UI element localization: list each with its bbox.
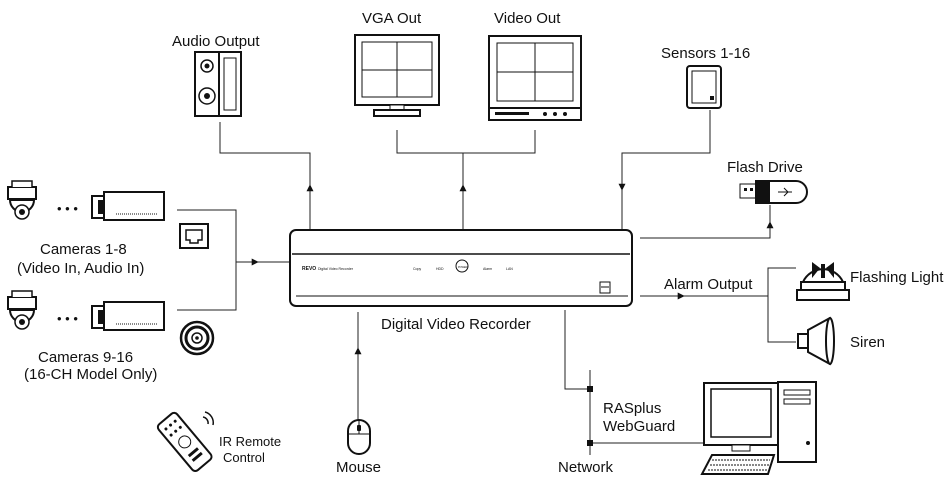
box-camera-icon-2 xyxy=(91,301,165,331)
box-camera-icon xyxy=(91,191,165,221)
cameras-9-16-sub-label: (16-CH Model Only) xyxy=(24,366,157,383)
pc-icon xyxy=(700,381,817,475)
network-node-1 xyxy=(587,386,593,392)
cameras-1-8-label: Cameras 1-8 xyxy=(40,241,127,258)
dvr-unit: REVO Digital Video Recorder Copy HDD POW… xyxy=(289,229,633,307)
flash-drive-icon xyxy=(739,180,808,204)
network-label: Network xyxy=(558,459,614,476)
dvr-power-button xyxy=(455,259,469,273)
alarm-output-label: Alarm Output xyxy=(664,276,753,293)
cameras-9-16-label: Cameras 9-16 xyxy=(38,349,133,366)
dvr-ind-hdd: HDD xyxy=(436,267,444,271)
vga-out-label: VGA Out xyxy=(362,10,422,27)
dvr-ind-copy: Copy xyxy=(413,267,421,271)
dvr-ind-alarm: Alarm xyxy=(483,267,492,271)
crt-monitor-icon xyxy=(488,35,582,121)
video-line xyxy=(396,130,536,154)
network-line-1 xyxy=(564,310,590,390)
flash-drive-label: Flash Drive xyxy=(727,159,803,176)
audio-line xyxy=(219,122,311,234)
alarm-bracket xyxy=(767,267,796,343)
network-node-2 xyxy=(587,440,593,446)
dvr-ind-lan: LAN xyxy=(506,267,513,271)
vga-monitor-icon xyxy=(354,34,440,117)
connection-lines xyxy=(177,110,796,455)
flashing-light-label: Flashing Light xyxy=(850,269,944,286)
dome-camera-icon-2 xyxy=(7,290,37,330)
audio-output-label: Audio Output xyxy=(172,33,260,50)
sensors-label: Sensors 1-16 xyxy=(661,45,750,62)
mouse-icon xyxy=(347,419,371,455)
speaker-icon xyxy=(194,51,242,117)
flashing-light-icon xyxy=(796,262,850,301)
rasplus-label: RASplus xyxy=(603,400,661,417)
bnc-connector-icon xyxy=(179,320,215,356)
rj45-port-icon xyxy=(179,223,209,249)
dvr-label: Digital Video Recorder xyxy=(381,316,531,333)
sensor-icon xyxy=(686,65,722,109)
sensor-line xyxy=(621,110,711,232)
video-out-label: Video Out xyxy=(494,10,561,27)
ir-control-label: Control xyxy=(223,450,265,465)
dvr-power-label: POWER xyxy=(458,266,468,269)
dome-camera-icon xyxy=(7,180,37,220)
ellipsis-2: • • • xyxy=(57,311,78,326)
remote-icon xyxy=(156,411,214,472)
ir-remote-label: IR Remote xyxy=(219,434,281,449)
siren-label: Siren xyxy=(850,334,885,351)
siren-icon xyxy=(797,316,835,366)
dvr-brand: REVO xyxy=(302,266,316,272)
cameras-1-8-sub-label: (Video In, Audio In) xyxy=(17,260,144,277)
dvr-subtitle: Digital Video Recorder xyxy=(318,267,354,271)
mouse-label: Mouse xyxy=(336,459,381,476)
ellipsis-1: • • • xyxy=(57,201,78,216)
flash-line xyxy=(640,205,771,239)
camera-bracket xyxy=(177,209,237,311)
webguard-label: WebGuard xyxy=(603,418,675,435)
